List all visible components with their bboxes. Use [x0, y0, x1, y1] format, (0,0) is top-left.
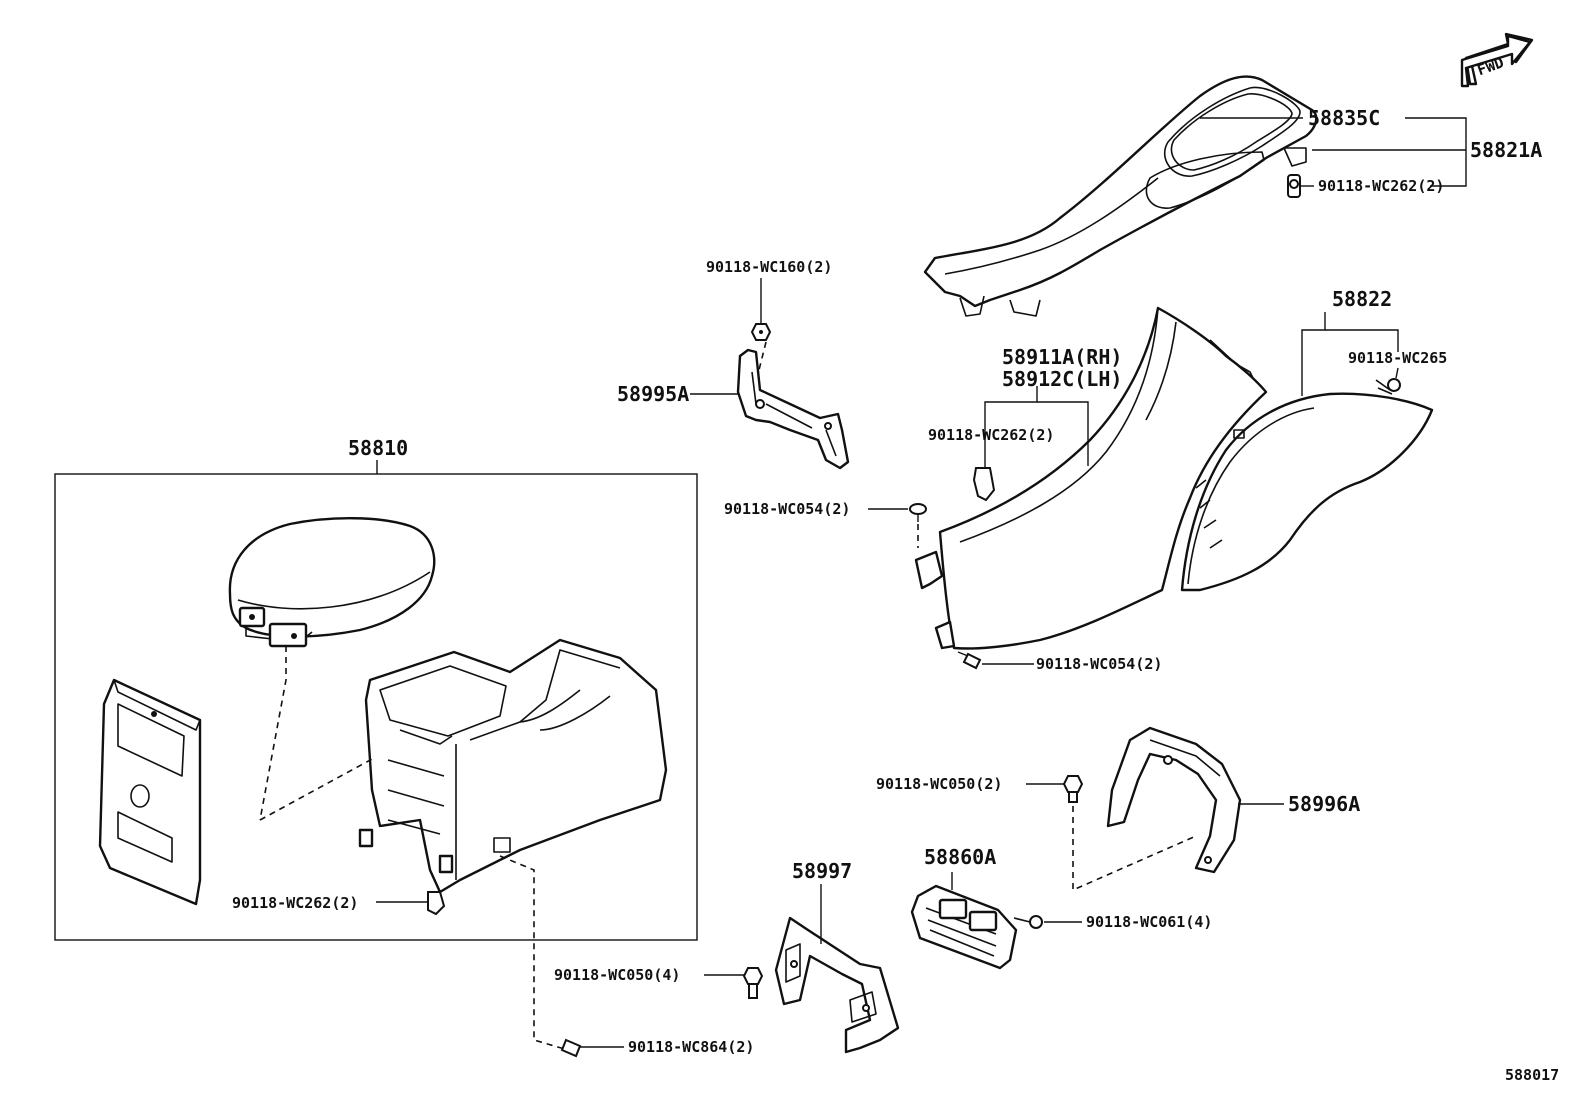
- group-frame-58810: [54, 473, 698, 941]
- screw-wc265: [1375, 378, 1401, 395]
- label-wc050-lower: 90118-WC050(4): [554, 966, 680, 984]
- console-upper-panel: [923, 75, 1318, 317]
- clip-wc262-left: [427, 891, 446, 916]
- armrest-lid: [228, 517, 436, 648]
- label-58995A: 58995A: [617, 382, 689, 406]
- clip-fastener-top: [1287, 174, 1301, 198]
- fwd-arrow-icon: FWD: [1460, 32, 1534, 88]
- console-box-body: [358, 638, 668, 894]
- console-side-panel: [914, 306, 1268, 650]
- bolt-wc050-upper: [1062, 775, 1084, 803]
- label-58821A: 58821A: [1470, 138, 1542, 162]
- leader-wc265: [1395, 367, 1399, 379]
- dash-wc050-upper: [1072, 806, 1197, 892]
- label-wc864: 90118-WC864(2): [628, 1038, 754, 1056]
- label-wc262-mid: 90118-WC262(2): [928, 426, 1054, 444]
- label-58810: 58810: [348, 436, 408, 460]
- screw-wc864: [560, 1038, 582, 1058]
- label-wc265: 90118-WC265: [1348, 349, 1447, 367]
- bracket-58911A-right: [1037, 401, 1089, 466]
- label-wc054-lower: 90118-WC054(2): [1036, 655, 1162, 673]
- screw-wc054-upper: [909, 503, 927, 522]
- bracket-58911A: [984, 386, 1038, 468]
- label-58860A: 58860A: [924, 845, 996, 869]
- label-58835C: 58835C: [1308, 106, 1380, 130]
- label-58996A: 58996A: [1288, 792, 1360, 816]
- dash-wc864: [499, 855, 569, 1051]
- diagram-id-code: 588017: [1505, 1066, 1559, 1084]
- label-wc262-left: 90118-WC262(2): [232, 894, 358, 912]
- screw-wc061: [1013, 915, 1043, 929]
- bracket-58821A: [1405, 117, 1467, 187]
- label-wc050-upper: 90118-WC050(2): [876, 775, 1002, 793]
- label-58997: 58997: [792, 859, 852, 883]
- console-rear-panel: [1180, 392, 1434, 592]
- label-wc160: 90118-WC160(2): [706, 258, 832, 276]
- screw-wc054-lower: [957, 651, 982, 670]
- nut-wc160: [750, 323, 772, 341]
- vent-58860A: [910, 884, 1018, 970]
- bracket-58997: [774, 916, 900, 1054]
- rear-cover-panel: [98, 678, 202, 906]
- bracket-58996A: [1106, 726, 1242, 874]
- bracket-58995A: [736, 348, 850, 470]
- dash-wc160: [757, 341, 767, 375]
- label-wc061: 90118-WC061(4): [1086, 913, 1212, 931]
- dash-lid-to-body-2: [259, 757, 375, 821]
- label-wc054-upper: 90118-WC054(2): [724, 500, 850, 518]
- bracket-58822: [1301, 312, 1326, 396]
- label-wc262-top: 90118-WC262(2): [1318, 177, 1444, 195]
- label-58822: 58822: [1332, 287, 1392, 311]
- bracket-58822-right: [1325, 329, 1399, 352]
- label-58911A: 58911A(RH): [1002, 345, 1122, 369]
- bolt-wc050-lower: [742, 967, 764, 999]
- clip-wc262-mid: [972, 467, 996, 502]
- label-58912C: 58912C(LH): [1002, 367, 1122, 391]
- dash-lid-to-body: [259, 646, 287, 821]
